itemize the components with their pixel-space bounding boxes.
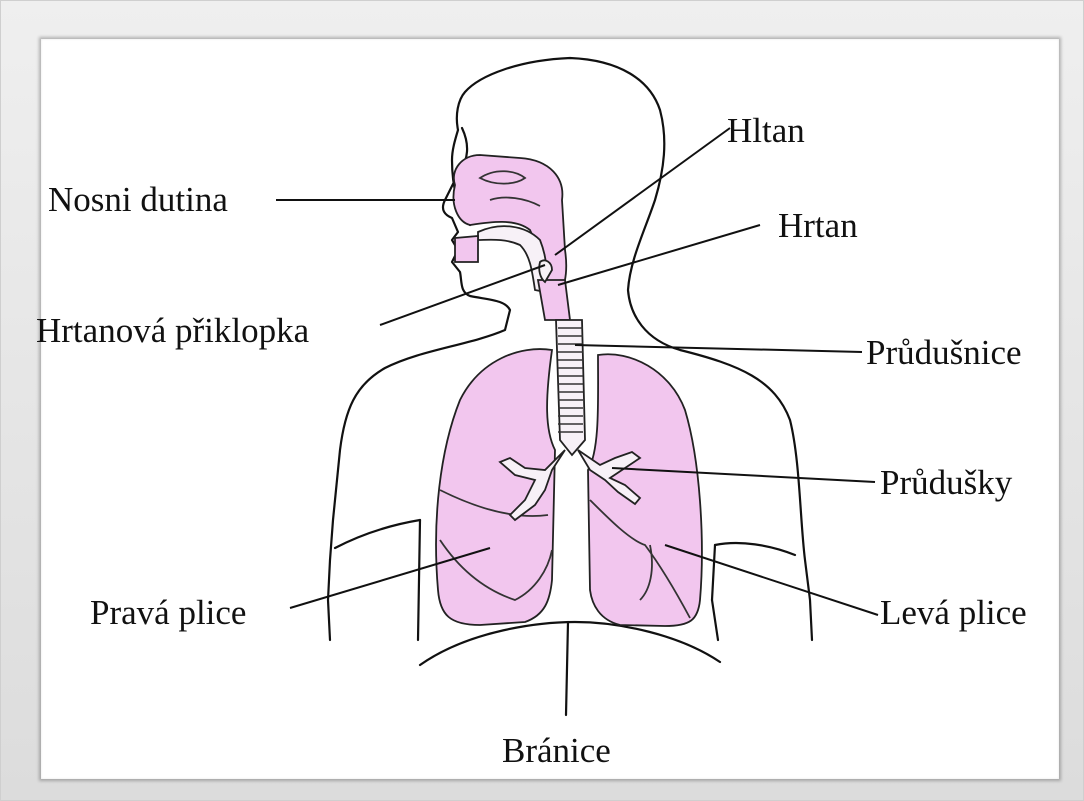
label-prava-plice: Pravá plice bbox=[90, 593, 246, 632]
trachea-shape bbox=[556, 320, 585, 455]
label-hltan: Hltan bbox=[727, 111, 805, 150]
label-hrtanova-priklopka: Hrtanová přiklopka bbox=[36, 311, 310, 350]
label-prudusnice: Průdušnice bbox=[866, 333, 1022, 372]
leader-prudusnice bbox=[575, 345, 862, 352]
leader-hrtanova-priklopka bbox=[380, 265, 545, 325]
label-hrtan: Hrtan bbox=[778, 206, 858, 245]
label-branice: Bránice bbox=[502, 731, 611, 770]
label-nosni-dutina: Nosni dutina bbox=[48, 180, 228, 219]
label-prudusky: Průdušky bbox=[880, 463, 1013, 502]
leader-hrtan bbox=[558, 225, 760, 285]
label-leva-plice: Levá plice bbox=[880, 593, 1027, 632]
